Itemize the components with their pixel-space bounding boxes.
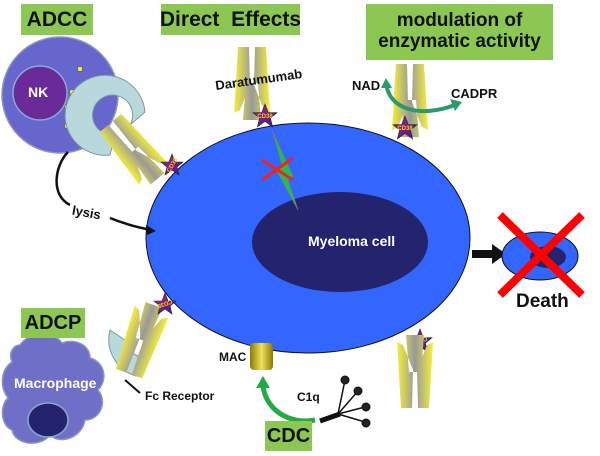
cadpr-label: CADPR <box>451 86 498 101</box>
fc-receptor-label: Fc Receptor <box>145 389 215 403</box>
death-label: Death <box>516 291 569 312</box>
label-direct-effects: Direct Effects <box>160 4 301 35</box>
nk-nucleus <box>12 65 68 121</box>
cdc-arrow <box>260 384 316 424</box>
cd38-label-enzymatic: CD38 <box>397 126 413 132</box>
nad-cadpr-arrow <box>384 81 456 114</box>
nad-label: NAD <box>352 78 381 93</box>
macrophage-nucleus <box>27 402 69 438</box>
fc-receptor-pointer <box>124 379 141 394</box>
label-adcc: ADCC <box>21 4 93 35</box>
label-modulation: modulation of enzymatic activity <box>366 4 553 60</box>
label-cdc: CDC <box>265 421 312 451</box>
myeloma-nucleus <box>252 192 428 292</box>
cd38-label-direct: CD38 <box>257 114 273 120</box>
macrophage-label: Macrophage <box>14 375 97 391</box>
blocked-x-icon <box>261 156 294 182</box>
cd38-label-adcp: CD38 <box>156 298 173 309</box>
antibody-cdc <box>397 335 433 408</box>
label-adcp: ADCP <box>21 308 85 338</box>
death-arrow <box>472 244 506 264</box>
mac-complex <box>250 343 273 370</box>
mac-label: MAC <box>219 350 247 364</box>
c1q-molecule <box>319 375 371 428</box>
c1q-label: C1q <box>297 390 320 404</box>
death-x-icon <box>497 212 585 298</box>
myeloma-cell-label: Myeloma cell <box>308 233 396 249</box>
nk-label: NK <box>28 84 49 100</box>
fc-receptor-nk <box>64 74 146 156</box>
